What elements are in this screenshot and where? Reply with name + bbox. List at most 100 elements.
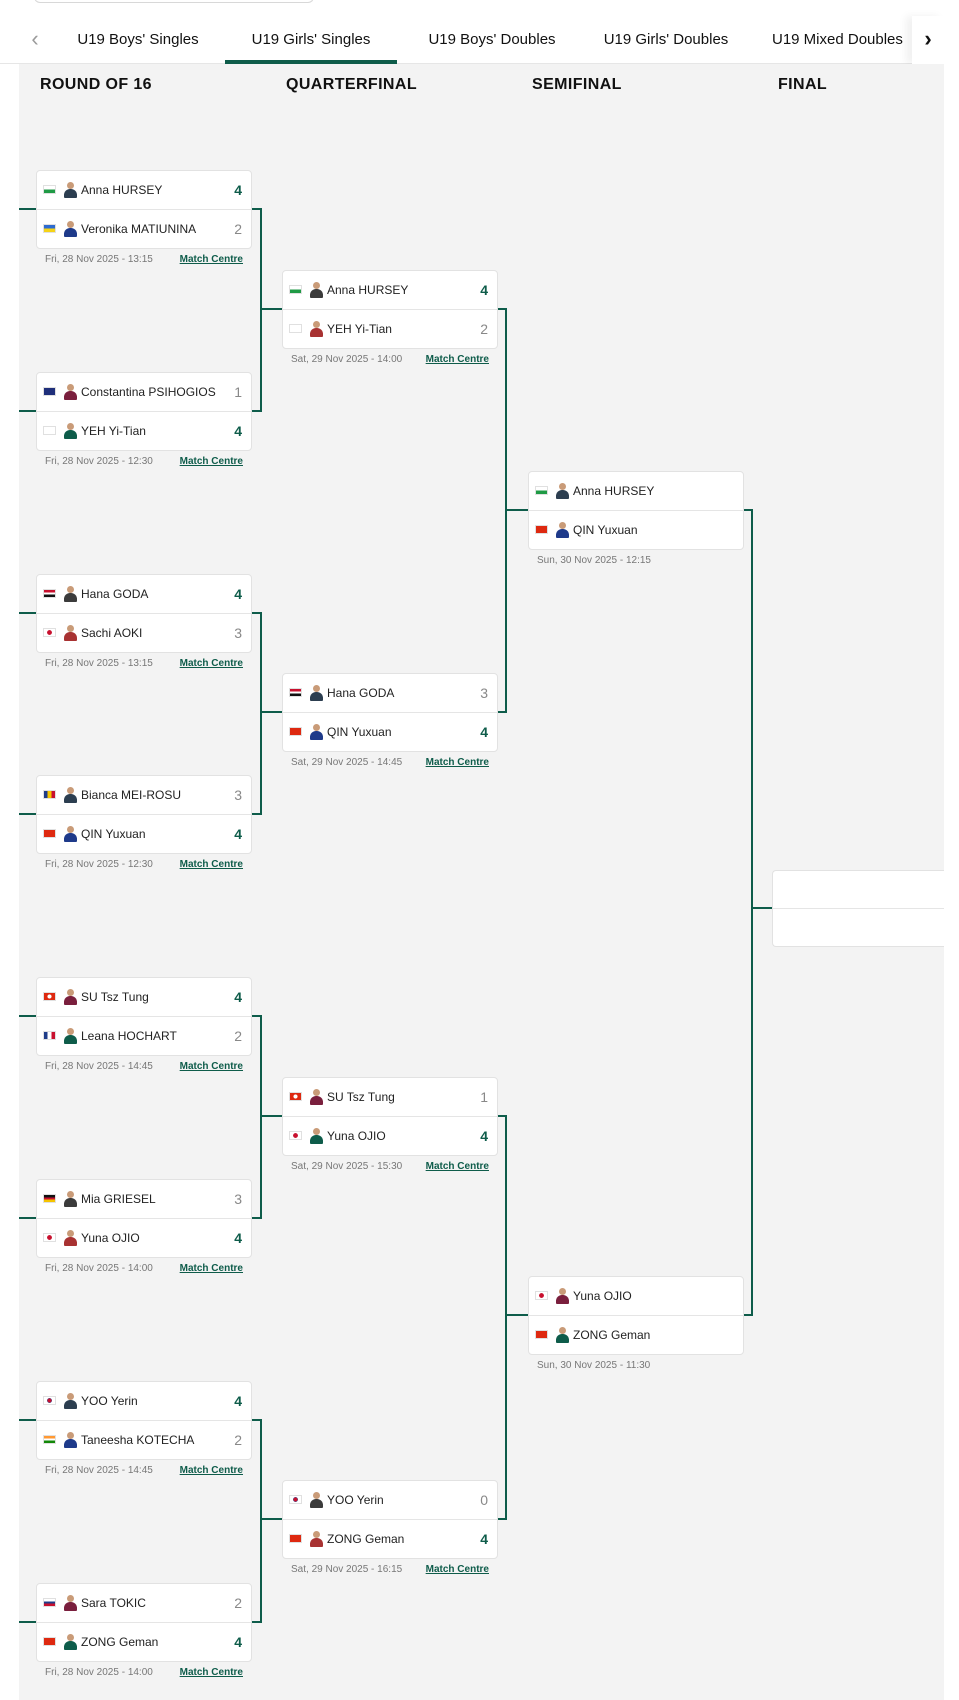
- player-name[interactable]: Veronika MATIUNINA: [81, 210, 196, 249]
- player-name[interactable]: YOO Yerin: [81, 1382, 138, 1421]
- player-name[interactable]: ZONG Geman: [573, 1316, 650, 1355]
- match-centre-link[interactable]: Match Centre: [180, 1263, 243, 1274]
- match-centre-link[interactable]: Match Centre: [426, 354, 489, 365]
- match-meta: Fri, 28 Nov 2025 - 14:00Match Centre: [36, 1263, 252, 1277]
- flag-korea-icon: [43, 1396, 56, 1405]
- match-datetime: Sat, 29 Nov 2025 - 16:15: [291, 1564, 402, 1575]
- match-centre-link[interactable]: Match Centre: [180, 658, 243, 669]
- player-name[interactable]: QIN Yuxuan: [327, 713, 392, 752]
- flag-wales-icon: [43, 185, 56, 194]
- player-row[interactable]: Sachi AOKI 3: [37, 614, 251, 653]
- player-row[interactable]: QIN Yuxuan: [529, 511, 743, 550]
- flag-romania-icon: [43, 790, 56, 799]
- player-name[interactable]: QIN Yuxuan: [81, 815, 146, 854]
- player-row[interactable]: Bianca MEI-ROSU 3: [37, 776, 251, 815]
- match-meta: Sun, 30 Nov 2025 - 12:15: [528, 555, 744, 569]
- player-name[interactable]: YOO Yerin: [327, 1481, 384, 1520]
- match-centre-link[interactable]: Match Centre: [180, 254, 243, 265]
- player-row[interactable]: Taneesha KOTECHA 2: [37, 1421, 251, 1460]
- player-name[interactable]: ZONG Geman: [81, 1623, 158, 1662]
- player-name[interactable]: Anna HURSEY: [327, 271, 408, 310]
- player-name[interactable]: Yuna OJIO: [81, 1219, 140, 1258]
- player-name[interactable]: Constantina PSIHOGIOS: [81, 373, 216, 412]
- flag-china-icon: [289, 727, 302, 736]
- match-datetime: Fri, 28 Nov 2025 - 12:30: [45, 456, 153, 467]
- player-row[interactable]: Yuna OJIO: [529, 1277, 743, 1316]
- player-score: 3: [234, 614, 242, 653]
- player-row[interactable]: Yuna OJIO 4: [37, 1219, 251, 1258]
- player-name[interactable]: YEH Yi-Tian: [81, 412, 146, 451]
- match-centre-link[interactable]: Match Centre: [180, 1667, 243, 1678]
- player-name[interactable]: Bianca MEI-ROSU: [81, 776, 181, 815]
- player-name[interactable]: Leana HOCHART: [81, 1017, 177, 1056]
- player-name[interactable]: QIN Yuxuan: [573, 511, 638, 550]
- player-name[interactable]: Taneesha KOTECHA: [81, 1421, 194, 1460]
- match-centre-link[interactable]: Match Centre: [180, 456, 243, 467]
- player-score: 4: [480, 1117, 488, 1156]
- player-name[interactable]: SU Tsz Tung: [327, 1078, 395, 1117]
- player-row[interactable]: ZONG Geman: [529, 1316, 743, 1355]
- player-score: 2: [234, 1421, 242, 1460]
- player-name[interactable]: Hana GODA: [81, 575, 148, 614]
- flag-chinese-taipei-icon: [43, 426, 56, 435]
- player-name[interactable]: Anna HURSEY: [81, 171, 162, 210]
- player-name[interactable]: Hana GODA: [327, 674, 394, 713]
- player-row[interactable]: Yuna OJIO 4: [283, 1117, 497, 1156]
- player-name[interactable]: Yuna OJIO: [327, 1117, 386, 1156]
- match-centre-link[interactable]: Match Centre: [426, 757, 489, 768]
- player-name[interactable]: Sara TOKIC: [81, 1584, 146, 1623]
- player-score: 3: [234, 776, 242, 815]
- player-name[interactable]: Anna HURSEY: [573, 472, 654, 511]
- player-row[interactable]: Hana GODA 3: [283, 674, 497, 713]
- player-name[interactable]: Mia GRIESEL: [81, 1180, 156, 1219]
- player-name[interactable]: Sachi AOKI: [81, 614, 142, 653]
- match-datetime: Fri, 28 Nov 2025 - 13:15: [45, 254, 153, 265]
- player-name[interactable]: YEH Yi-Tian: [327, 310, 392, 349]
- player-name[interactable]: Yuna OJIO: [573, 1277, 632, 1316]
- match-centre-link[interactable]: Match Centre: [426, 1564, 489, 1575]
- player-score: 3: [480, 674, 488, 713]
- match-centre-link[interactable]: Match Centre: [180, 1061, 243, 1072]
- player-name[interactable]: SU Tsz Tung: [81, 978, 149, 1017]
- match-centre-link[interactable]: Match Centre: [180, 859, 243, 870]
- match-centre-link[interactable]: Match Centre: [180, 1465, 243, 1476]
- flag-japan-icon: [43, 1233, 56, 1242]
- match-centre-link[interactable]: Match Centre: [426, 1161, 489, 1172]
- player-score: 4: [234, 1219, 242, 1258]
- player-name[interactable]: ZONG Geman: [327, 1520, 404, 1559]
- player-avatar: [556, 483, 569, 499]
- player-row[interactable]: Anna HURSEY: [529, 472, 743, 511]
